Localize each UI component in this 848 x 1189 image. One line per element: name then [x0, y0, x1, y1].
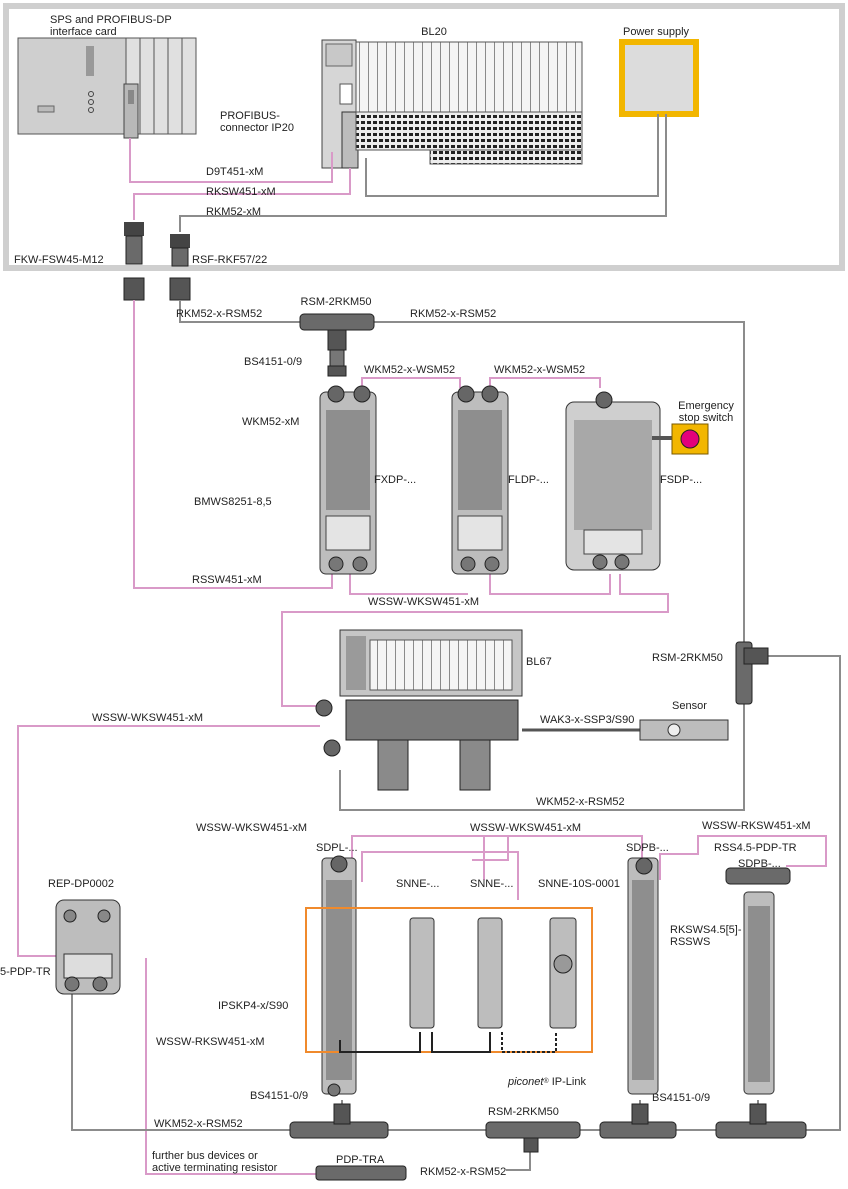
rsm-2rkm50-right: RSM-2RKM50	[652, 652, 723, 664]
rep-dp0002-label: REP-DP0002	[48, 878, 115, 890]
cable-rkm52: RKM52-xM	[206, 206, 262, 218]
bottom-tees	[289, 1103, 807, 1181]
sensor-label: Sensor	[672, 700, 707, 712]
cable-rksw451: RKSW451-xM	[206, 186, 276, 198]
sdpl-module	[321, 855, 357, 1097]
piconet-suffix: IP-Link	[548, 1076, 586, 1088]
cable-wkm52-wsm52-a: WKM52-x-WSM52	[364, 364, 456, 376]
ipskp4-label: IPSKP4-x/S90	[218, 1000, 289, 1012]
profibus-cables	[17, 300, 827, 1175]
bs4151-top: BS4151-0/9	[244, 356, 303, 368]
cable-wssw-wksw451-left: WSSW-WKSW451-xM	[92, 712, 204, 724]
bl20-station	[321, 39, 583, 169]
sdpl-feed	[361, 851, 519, 900]
cable-wssw-wksw451-b: WSSW-WKSW451-xM	[470, 822, 582, 834]
pdp-tr-left-label: 5-PDP-TR	[0, 966, 51, 978]
sdpb-modules	[627, 857, 791, 1095]
cable-rkm52-rsm52-right: RKM52-x-RSM52	[410, 308, 497, 320]
rsm-tee-right	[735, 641, 769, 705]
sensor-device	[522, 719, 729, 741]
wkm52-xm-label: WKM52-xM	[242, 416, 300, 428]
ip-link-wire-2	[431, 1032, 491, 1053]
emergency-stop-switch	[671, 423, 709, 455]
trunk-cables	[71, 300, 841, 1171]
fxdp-module	[319, 385, 377, 575]
cable-wssw-wksw451-a: WSSW-WKSW451-xM	[196, 822, 308, 834]
cable-wkm52-rsm52-bottom: WKM52-x-RSM52	[154, 1118, 243, 1130]
power-supply-label: Power supply	[622, 26, 690, 38]
cable-d9t451: D9T451-xM	[206, 166, 264, 178]
rsf-label: RSF-RKF57/22	[192, 254, 268, 266]
bl20-label: BL20	[421, 26, 447, 38]
snne-modules	[409, 917, 577, 1029]
bl67-label: BL67	[526, 656, 552, 668]
rss45-pdp-tr-label: RSS4.5-PDP-TR	[714, 842, 797, 854]
ip-link-wire-3	[501, 1032, 557, 1053]
bs4151-left: BS4151-0/9	[250, 1090, 309, 1102]
cabinet-connectors	[123, 222, 191, 301]
fsdp-module	[565, 391, 672, 571]
cable-wak3: WAK3-x-SSP3/S90	[540, 714, 635, 726]
rsm-2rkm50-bottom: RSM-2RKM50	[488, 1106, 559, 1118]
fldp-module	[451, 385, 509, 575]
further-bus-label: further bus devices or active terminatin…	[152, 1150, 278, 1174]
bmws-label: BMWS8251-8,5	[194, 496, 272, 508]
sdpb-label-a: SDPB-...	[626, 842, 669, 854]
bs4151-right: BS4151-0/9	[652, 1092, 711, 1104]
control-cabinet-frame	[3, 3, 845, 271]
ip-link-wire	[339, 1032, 421, 1053]
plc-label: SPS and PROFIBUS-DP interface card	[50, 14, 172, 38]
rsm-tee-top	[299, 313, 375, 377]
fkw-label: FKW-FSW45-M12	[14, 254, 104, 266]
cable-wssw-rksw451-left: WSSW-RKSW451-xM	[156, 1036, 265, 1048]
fsdp-label: FSDP-...	[660, 474, 703, 486]
emergency-stop-label: Emergency stop switch	[678, 400, 734, 424]
rsm-2rkm50-top: RSM-2RKM50	[300, 296, 372, 308]
sdpb-label-b: SDPB-...	[738, 858, 781, 870]
snne-label-a: SNNE-...	[396, 878, 440, 890]
cable-rkm52-rsm52-bottom: RKM52-x-RSM52	[420, 1166, 507, 1178]
rep-dp0002-module	[55, 899, 121, 995]
fldp-label: FLDP-...	[508, 474, 549, 486]
plc-rack	[17, 37, 197, 139]
bl67-station	[315, 629, 523, 791]
snne-10s-label: SNNE-10S-0001	[538, 878, 620, 890]
cable-wssw-rksw451-right: WSSW-RKSW451-xM	[702, 820, 811, 832]
piconet-name: piconet	[508, 1076, 544, 1088]
snne-label-b: SNNE-...	[470, 878, 514, 890]
piconet-label: piconet® IP-Link	[508, 1076, 586, 1088]
pdp-tra-label: PDP-TRA	[336, 1154, 385, 1166]
sdpl-label: SDPL-...	[316, 842, 358, 854]
power-supply-box	[619, 39, 699, 117]
fxdp-label: FXDP-...	[374, 474, 417, 486]
cabinet-cables	[129, 114, 667, 232]
cable-wkm52-rsm52-mid: WKM52-x-RSM52	[536, 796, 625, 808]
profibus-connector-label: PROFIBUS- connector IP20	[220, 110, 294, 134]
cable-wkm52-wsm52-b: WKM52-x-WSM52	[494, 364, 586, 376]
cable-wssw-wksw451-mid: WSSW-WKSW451-xM	[368, 596, 480, 608]
cable-rkm52-rsm52-left: RKM52-x-RSM52	[176, 308, 263, 320]
cable-rssw451: RSSW451-xM	[192, 574, 262, 586]
rksws-label: RKSWS4.5[5]- RSSWS	[670, 924, 742, 948]
